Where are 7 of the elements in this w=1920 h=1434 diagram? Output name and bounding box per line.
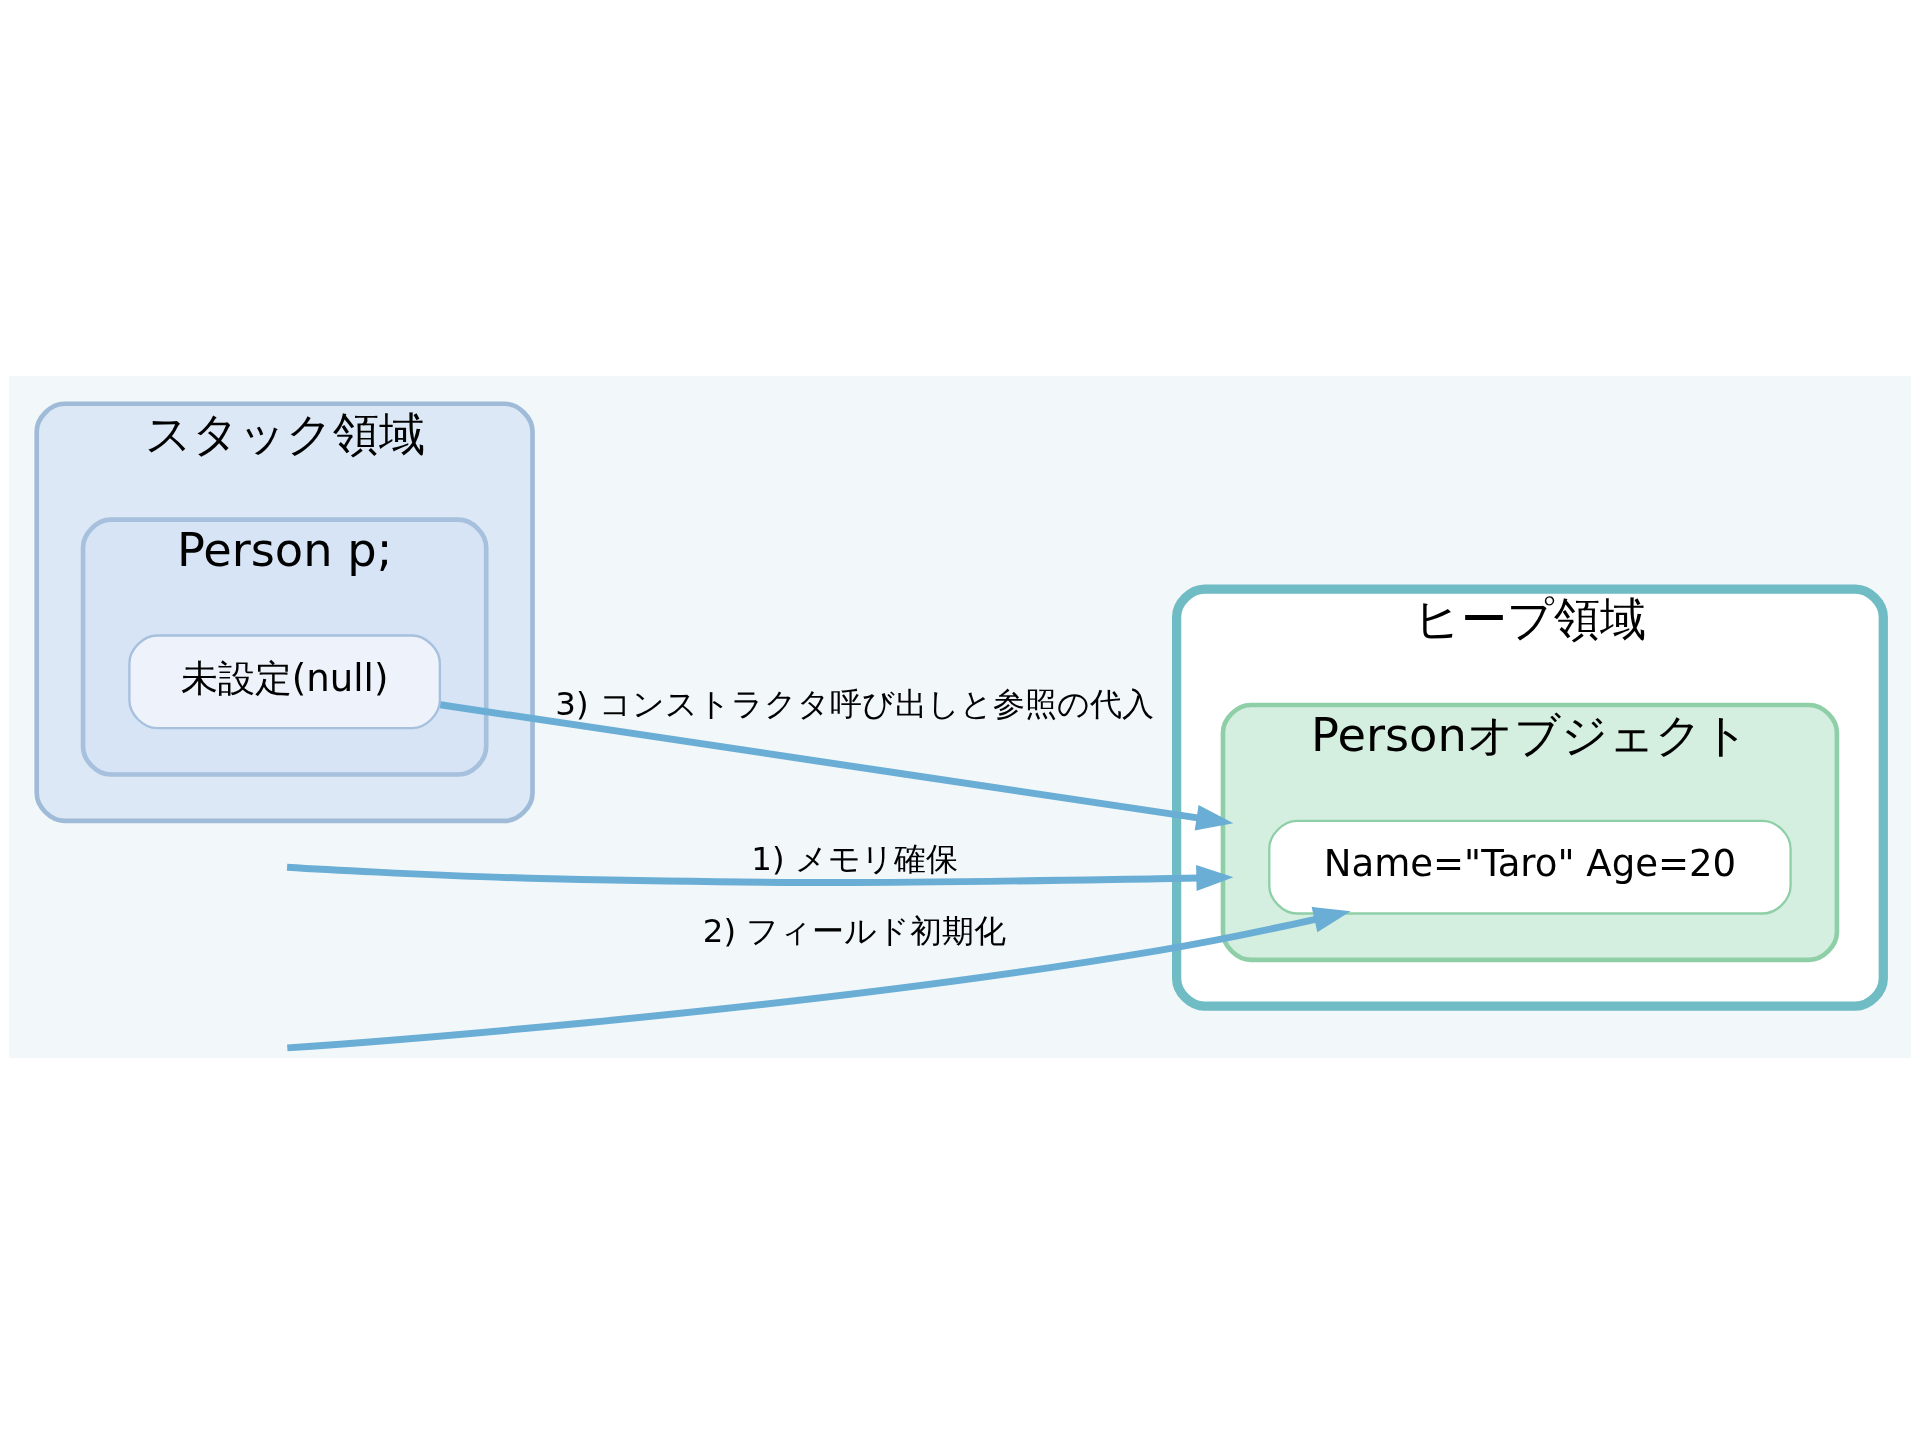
- edge-label: 1) メモリ確保: [751, 839, 958, 878]
- arrow: [286, 863, 1234, 892]
- arrow: [439, 701, 1234, 831]
- edge-label: 3) コンストラクタ呼び出しと参照の代入: [555, 684, 1154, 723]
- edge-label: 2) フィールド初期化: [702, 911, 1007, 950]
- node-box: Name="Taro" Age=20: [1268, 819, 1792, 915]
- node-box: 未設定(null): [128, 634, 442, 730]
